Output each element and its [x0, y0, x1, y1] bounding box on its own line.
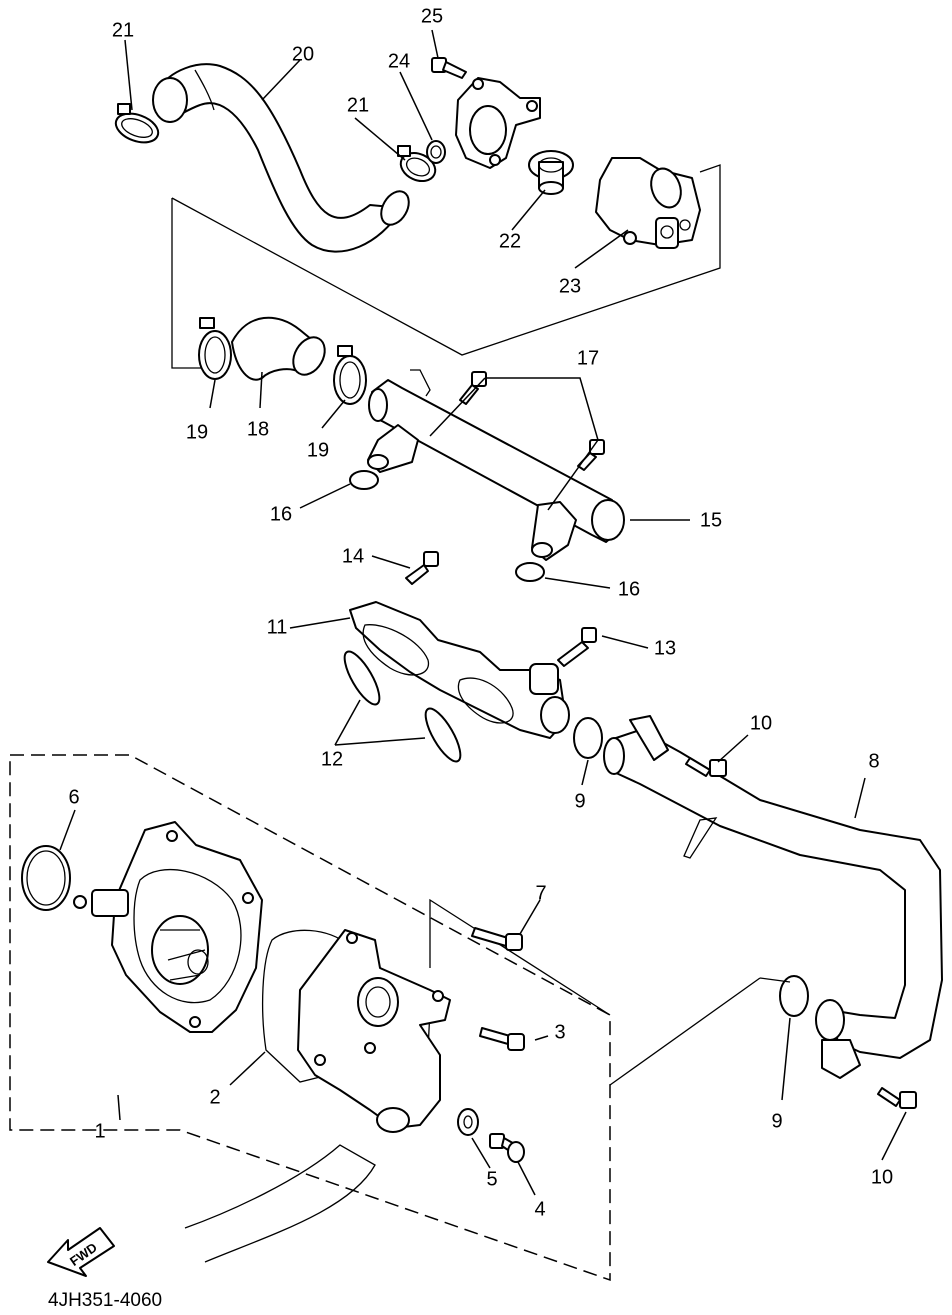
- callout-2: 2: [209, 1086, 220, 1108]
- callout-9-lower: 9: [771, 1110, 782, 1132]
- pump-housing-cover: [297, 929, 451, 1133]
- diagram-code: 4JH351-4060: [48, 1290, 162, 1311]
- clamp-21-left: [114, 103, 160, 144]
- callout-16-lower: 16: [618, 578, 640, 600]
- water-pipe-15: [367, 369, 625, 561]
- callout-11: 11: [267, 616, 288, 638]
- o-ring-12-right: [424, 707, 462, 763]
- callout-7: 7: [535, 882, 546, 904]
- thermostat-cover: [455, 77, 541, 169]
- callout-19-left: 19: [186, 421, 208, 443]
- bolt-14: [405, 551, 439, 585]
- callout-24: 24: [388, 50, 410, 72]
- o-ring-24: [426, 140, 446, 164]
- water-pipe-8: [603, 715, 943, 1079]
- thermostat-housing-23: [595, 157, 701, 249]
- outlet-pipe-11: [349, 601, 570, 739]
- callout-3: 3: [554, 1021, 565, 1043]
- drain-bolt-4: [489, 1133, 525, 1163]
- bolt-17-lower: [577, 439, 605, 471]
- callout-5: 5: [486, 1168, 497, 1190]
- callout-25: 25: [421, 5, 443, 27]
- bolt-25: [431, 57, 467, 79]
- callout-19-right: 19: [307, 439, 329, 461]
- callout-4: 4: [534, 1198, 545, 1220]
- callout-12: 12: [321, 748, 343, 770]
- callout-8: 8: [868, 750, 879, 772]
- callout-10-lower: 10: [871, 1166, 893, 1188]
- callout-21-left: 21: [112, 19, 134, 41]
- frame-ghost-outline: [184, 1144, 376, 1263]
- water-pump-body: [73, 821, 263, 1033]
- callout-14: 14: [342, 545, 364, 567]
- callout-13: 13: [654, 637, 676, 659]
- group-outline-pump: [9, 754, 611, 1282]
- bolt-3: [479, 1027, 525, 1051]
- o-ring-6: [21, 845, 71, 911]
- clamp-19-left: [198, 317, 232, 380]
- callout-20: 20: [292, 43, 314, 65]
- forward-arrow-icon: FWD: [47, 1227, 115, 1277]
- o-ring-16-lower: [515, 562, 545, 582]
- o-ring-12-left: [343, 650, 381, 706]
- elbow-hose-18: [231, 316, 326, 381]
- group-outline-top: [171, 198, 212, 369]
- hose-20: [152, 63, 410, 253]
- bolt-10-upper: [685, 757, 727, 777]
- callout-16-upper: 16: [270, 503, 292, 525]
- callout-21-right: 21: [347, 94, 369, 116]
- bolt-7: [471, 927, 523, 951]
- o-ring-16-upper: [349, 470, 379, 490]
- thermostat-22: [528, 150, 574, 195]
- callout-17: 17: [577, 347, 599, 369]
- o-ring-9-lower: [779, 975, 809, 1017]
- callout-15: 15: [700, 509, 722, 531]
- callout-1: 1: [94, 1120, 105, 1142]
- callout-6: 6: [68, 786, 79, 808]
- clamp-21-right: [397, 145, 437, 183]
- clamp-19-right: [333, 345, 367, 405]
- callout-22: 22: [499, 230, 521, 252]
- callout-9-upper: 9: [574, 790, 585, 812]
- callout-23: 23: [559, 275, 581, 297]
- washer-5: [457, 1108, 479, 1136]
- callout-18: 18: [247, 418, 269, 440]
- callout-10-upper: 10: [750, 712, 772, 734]
- bolt-13: [557, 627, 597, 667]
- bolt-10-lower: [877, 1087, 917, 1109]
- o-ring-9-upper: [573, 717, 603, 759]
